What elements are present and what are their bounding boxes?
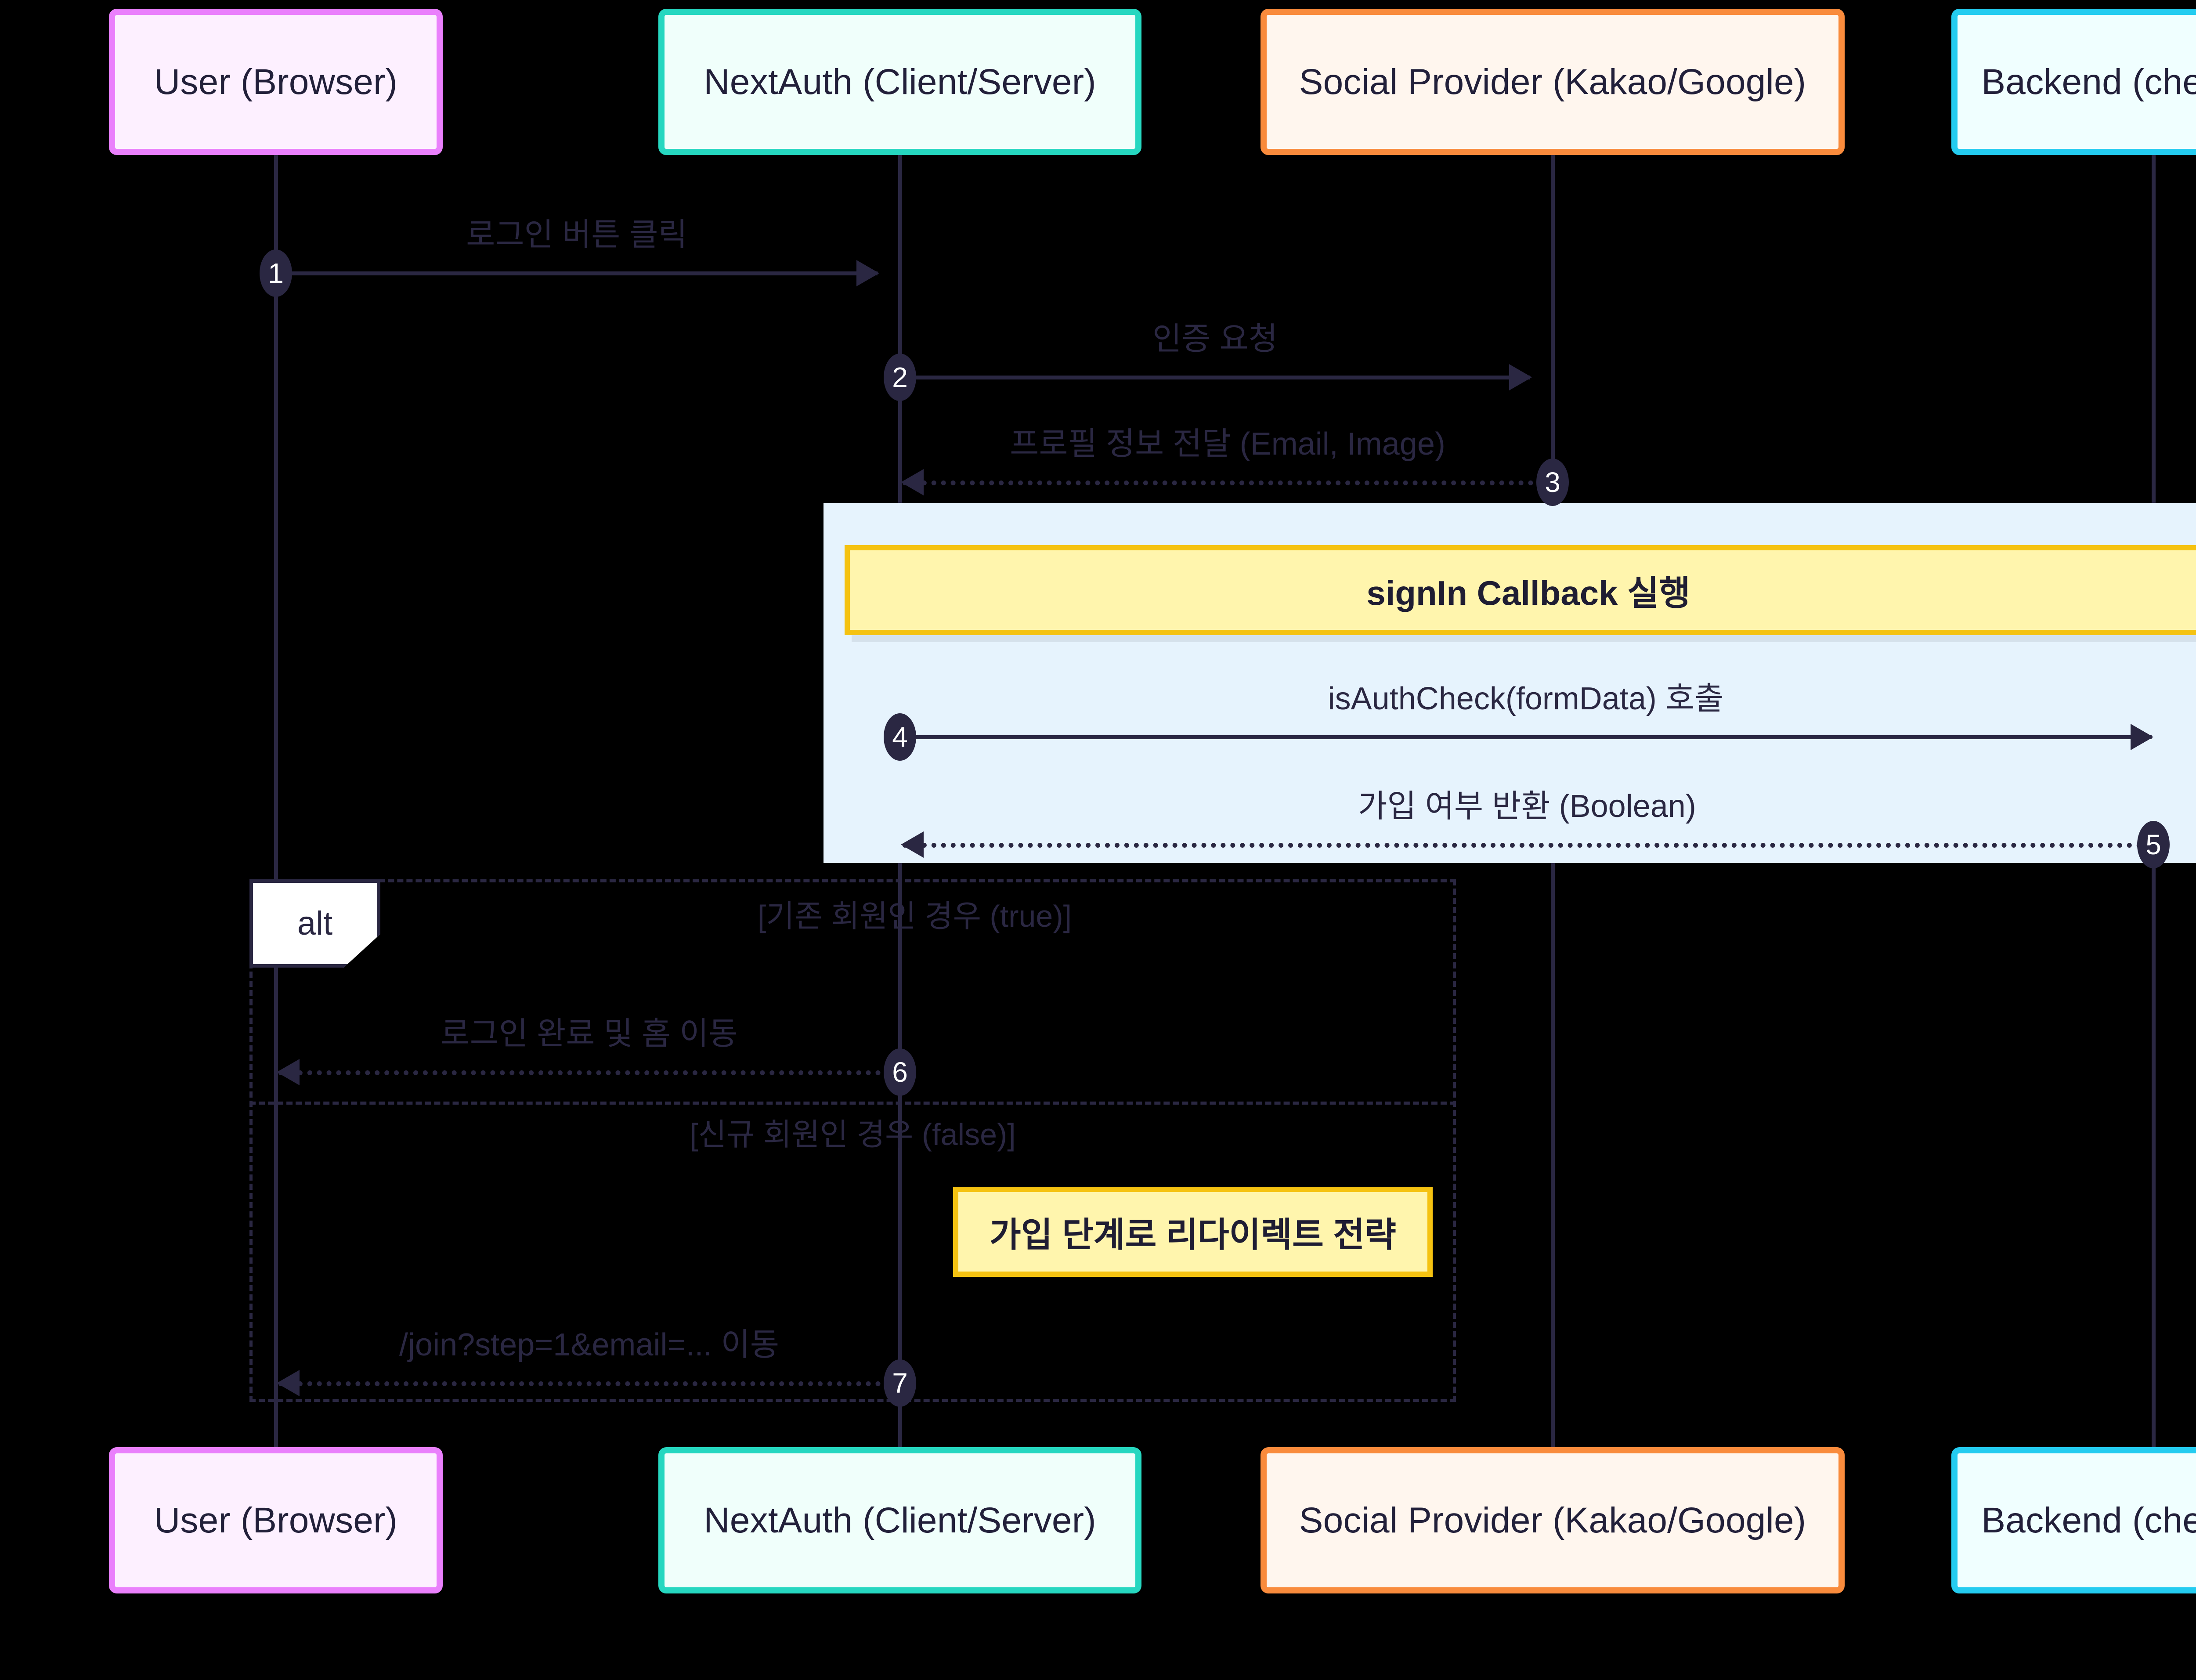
sequence-number-text: 4 [892, 721, 908, 753]
participant-label: NextAuth (Client/Server) [704, 61, 1096, 102]
sequence-number-text: 7 [892, 1367, 908, 1399]
alt-else-divider [249, 1102, 1456, 1105]
arrow-head-right-icon [1509, 364, 1532, 390]
message-label: 로그인 버튼 클릭 [466, 217, 687, 253]
participant-label: Social Provider (Kakao/Google) [1299, 1500, 1806, 1540]
lifeline-user [274, 155, 278, 1447]
participant-social-bottom[interactable]: Social Provider (Kakao/Google) [1261, 1447, 1845, 1593]
arrow-head-left-icon [901, 831, 924, 858]
alt-condition-text: [기존 회원인 경우 (true)] [757, 899, 1072, 933]
note-text: 가입 단계로 리다이렉트 전략 [989, 1215, 1397, 1254]
participant-social-top[interactable]: Social Provider (Kakao/Google) [1261, 9, 1845, 155]
participant-user-bottom[interactable]: User (Browser) [109, 1447, 443, 1593]
alt-label-box: alt [249, 879, 380, 968]
sequence-number-1: 1 [260, 249, 292, 297]
sequence-number-text: 2 [892, 361, 908, 393]
alt-condition-text: [신규 회원인 경우 (false)] [690, 1117, 1016, 1152]
sequence-number-text: 5 [2145, 829, 2161, 860]
message-label: 인증 요청 [1152, 322, 1278, 357]
arrow-head-right-icon [856, 260, 879, 286]
alt-block [249, 879, 1456, 1402]
message-line [276, 271, 878, 275]
arrow-head-left-icon [277, 1059, 300, 1085]
sequence-number-6: 6 [884, 1048, 916, 1096]
participant-label: NextAuth (Client/Server) [704, 1500, 1096, 1540]
message-label: isAuthCheck(formData) 호출 [1328, 681, 1724, 716]
alt-condition-true: [기존 회원인 경우 (true)] [373, 892, 1456, 936]
sequence-number-text: 1 [268, 257, 284, 289]
participant-label: Backend (checkAuth) [1981, 1500, 2196, 1540]
note-text: signIn Callback 실행 [1366, 573, 1690, 612]
participant-backend-top[interactable]: Backend (checkAuth) [1951, 9, 2196, 155]
arrow-head-left-icon [901, 469, 924, 495]
participant-backend-bottom[interactable]: Backend (checkAuth) [1951, 1447, 2196, 1593]
participant-nextauth-bottom[interactable]: NextAuth (Client/Server) [658, 1447, 1141, 1593]
message-label: 로그인 완료 및 홈 이동 [441, 1016, 738, 1051]
note-redirect-strategy: 가입 단계로 리다이렉트 전략 [953, 1187, 1433, 1277]
sequence-number-2: 2 [884, 354, 916, 401]
arrow-head-right-icon [2131, 724, 2153, 750]
sequence-number-text: 3 [1545, 466, 1560, 498]
message-label: 프로필 정보 전달 (Email, Image) [1010, 426, 1445, 462]
alt-condition-false: [신규 회원인 경우 (false)] [249, 1110, 1456, 1154]
message-label: 가입 여부 반환 (Boolean) [1358, 789, 1696, 824]
arrow-head-left-icon [277, 1370, 300, 1396]
message-line [278, 1070, 900, 1075]
participant-nextauth-top[interactable]: NextAuth (Client/Server) [658, 9, 1141, 155]
participant-user-top[interactable]: User (Browser) [109, 9, 443, 155]
sequence-number-7: 7 [884, 1359, 916, 1407]
alt-label-text: alt [297, 905, 333, 942]
note-signin-callback: signIn Callback 실행 [845, 545, 2196, 635]
message-line [900, 376, 1530, 379]
participant-label: Backend (checkAuth) [1981, 61, 2196, 102]
message-label: /join?step=1&email=... 이동 [399, 1327, 779, 1362]
participant-label: User (Browser) [154, 61, 398, 102]
sequence-number-4: 4 [884, 713, 916, 761]
sequence-number-3: 3 [1536, 459, 1569, 506]
sequence-number-5: 5 [2137, 821, 2170, 868]
participant-label: Social Provider (Kakao/Google) [1299, 61, 1806, 102]
sequence-number-text: 6 [892, 1056, 908, 1088]
message-line [900, 735, 2152, 739]
participant-label: User (Browser) [154, 1500, 398, 1540]
message-line [903, 481, 1553, 485]
message-line [903, 843, 2152, 848]
message-line [278, 1381, 900, 1386]
